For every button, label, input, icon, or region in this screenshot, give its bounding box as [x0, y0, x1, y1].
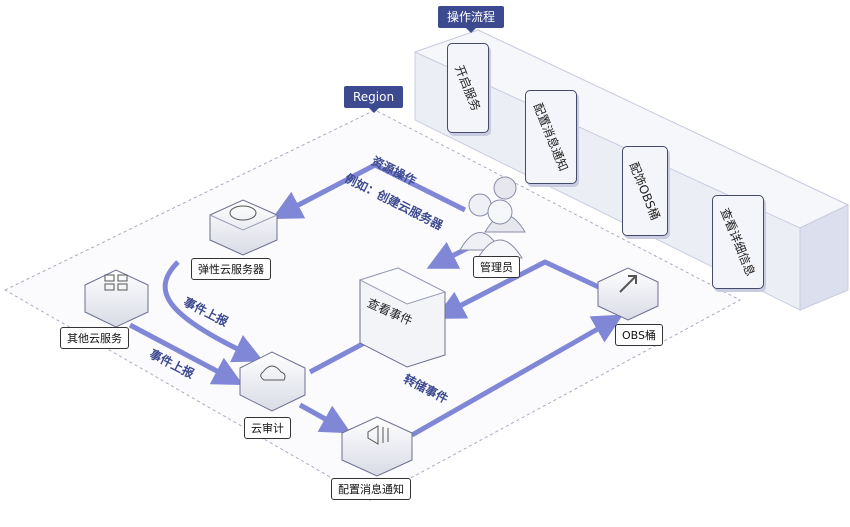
other-services-label: 其他云服务 — [60, 327, 129, 349]
ecs-label: 弹性云服务器 — [191, 258, 271, 280]
step-card-2: 配置消息通知 — [525, 90, 577, 184]
region-title: Region — [344, 86, 404, 113]
cts-label: 云审计 — [244, 417, 291, 439]
obs-label: OBS桶 — [615, 324, 663, 346]
other-services-node — [84, 269, 149, 328]
ecs-node — [209, 199, 278, 256]
arrow-smn-to-obs — [410, 314, 624, 438]
cts-node — [239, 351, 306, 412]
step-card-1: 开启服务 — [447, 43, 489, 133]
arrow-obs-to-view — [434, 259, 607, 319]
step-4-label: 查看详细信息 — [717, 206, 758, 279]
step-card-4: 查看详细信息 — [712, 195, 764, 289]
operation-flow-title: 操作流程 — [438, 6, 505, 33]
arrow-cts-to-smn — [298, 402, 352, 434]
smn-label: 配置消息通知 — [331, 478, 411, 500]
arrow-admin-to-ecs — [271, 162, 467, 219]
admin-node — [459, 176, 526, 259]
step-3-label: 配饰OBS桶 — [626, 160, 663, 223]
arrow-ecs-to-cts — [162, 260, 264, 363]
smn-node — [341, 416, 413, 477]
arrow-other-to-cts — [128, 322, 244, 386]
view-events-node — [358, 267, 447, 368]
admin-label: 管理员 — [473, 256, 520, 278]
step-card-3: 配饰OBS桶 — [622, 146, 668, 236]
obs-node — [597, 267, 659, 321]
step-2-label: 配置消息通知 — [530, 101, 571, 174]
step-1-label: 开启服务 — [452, 63, 484, 114]
